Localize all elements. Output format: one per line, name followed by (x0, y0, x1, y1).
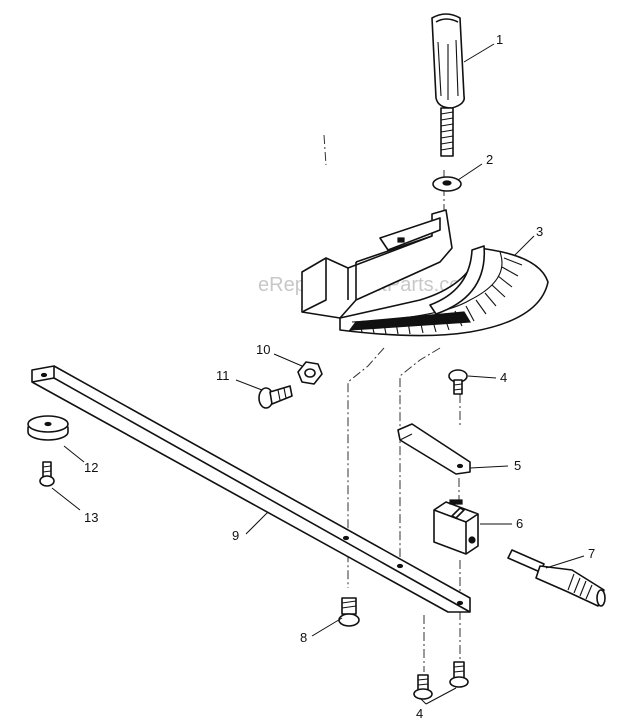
callout-9: 9 (232, 528, 239, 543)
leader-lines (51, 43, 585, 705)
callout-10: 10 (256, 342, 270, 357)
part-clamp-shaft (507, 549, 606, 607)
part-miter-gauge-body (301, 209, 549, 337)
part-washer (432, 176, 462, 192)
part-screws-lower (413, 661, 469, 700)
callout-4-lower: 4 (416, 706, 423, 721)
part-clamp-block (433, 499, 479, 555)
part-carriage-bolt (258, 385, 293, 409)
part-handle-knob (431, 13, 466, 157)
part-clamp-plate (397, 423, 471, 475)
callout-6: 6 (516, 516, 523, 531)
callout-4-upper: 4 (500, 370, 507, 385)
callout-3: 3 (536, 224, 543, 239)
thread-lines (440, 111, 454, 151)
callout-13: 13 (84, 510, 98, 525)
knurling (567, 573, 593, 600)
part-round-stop (27, 415, 69, 441)
part-miter-bar (31, 365, 471, 613)
callout-7: 7 (588, 546, 595, 561)
callout-2: 2 (486, 152, 493, 167)
callout-11: 11 (216, 368, 230, 383)
part-screw-upper (448, 369, 468, 395)
callout-12: 12 (84, 460, 98, 475)
part-hex-nut (297, 361, 323, 385)
callout-5: 5 (514, 458, 521, 473)
part-screw-stop (39, 461, 55, 487)
callout-8: 8 (300, 630, 307, 645)
callout-labels: 1 2 3 4 5 6 7 8 9 10 11 12 13 4 (84, 32, 595, 721)
callout-1: 1 (496, 32, 503, 47)
part-screw-bar (338, 597, 360, 627)
